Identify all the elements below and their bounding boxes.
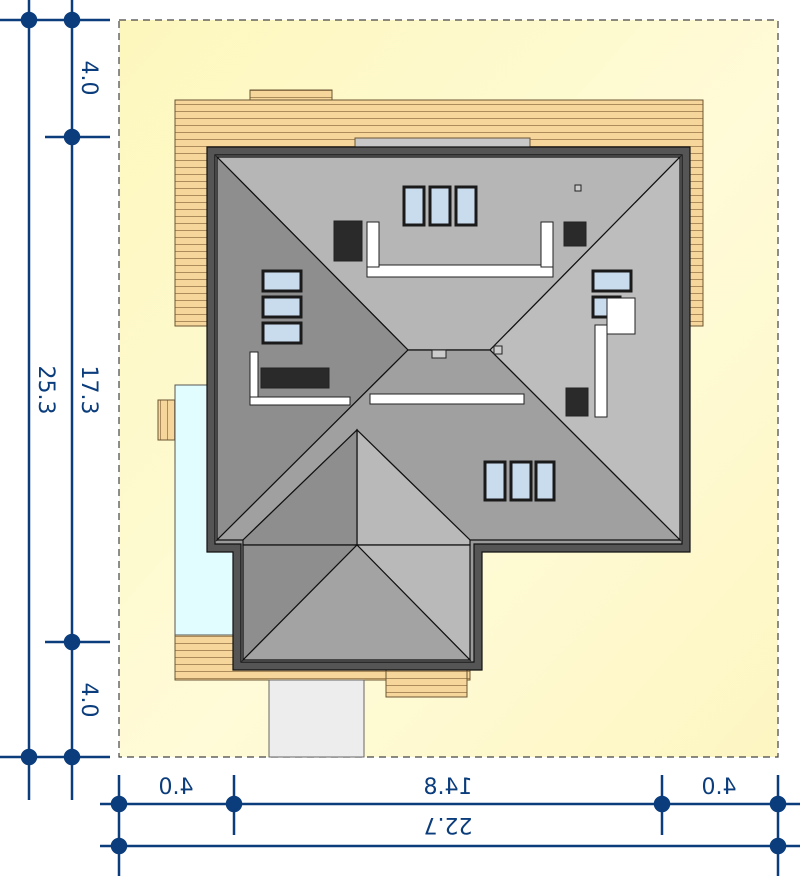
dim-left-middle: 17.3 (76, 366, 101, 415)
driveway (268, 679, 365, 758)
dim-bottom-middle: 14.8 (424, 775, 473, 800)
dim-bottom-right: 4.0 (702, 775, 737, 800)
dim-left-top: 4.0 (76, 61, 101, 96)
dim-bottom-left: 4.0 (159, 775, 194, 800)
dim-left-bottom: 4.0 (76, 683, 101, 718)
roof (206, 146, 691, 671)
dim-left-total: 25.3 (33, 366, 58, 415)
dim-bottom-total-label: 22.7 (424, 812, 473, 837)
roof-elements (249, 184, 636, 418)
